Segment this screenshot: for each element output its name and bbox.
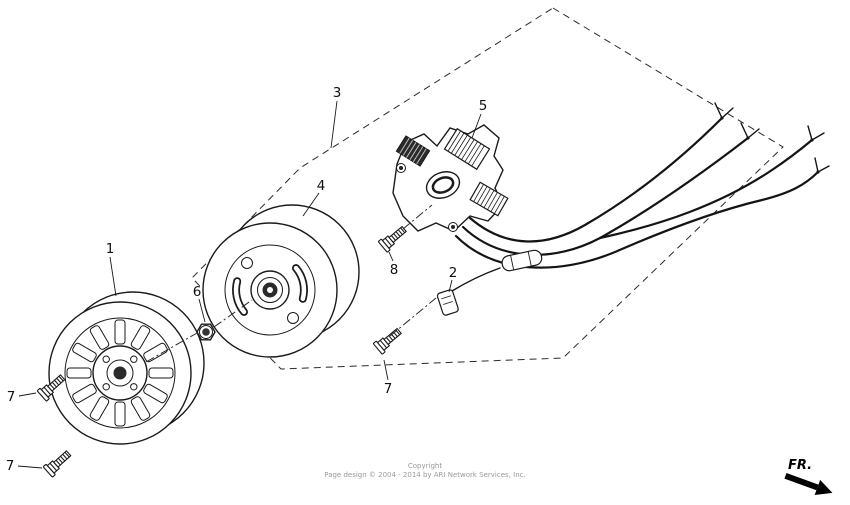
callout-label-7c[interactable]: 7 bbox=[384, 381, 393, 397]
wire-harness bbox=[454, 102, 830, 272]
callout-6-leader bbox=[198, 298, 206, 323]
callout-8-leader bbox=[388, 251, 394, 262]
callout-label-8[interactable]: 8 bbox=[390, 262, 399, 278]
callout-label-6[interactable]: 6 bbox=[193, 284, 202, 300]
fan-blades bbox=[66, 319, 174, 427]
flange-bolt-7c bbox=[372, 325, 405, 355]
callout-4-leader bbox=[302, 192, 320, 217]
fr-arrow-icon bbox=[784, 472, 833, 495]
callout-7c: 7 bbox=[383, 359, 393, 397]
charge-coil-lower bbox=[469, 181, 509, 217]
callout-6: 6 bbox=[193, 284, 206, 323]
rotor-flywheel bbox=[202, 204, 360, 358]
callout-5-leader bbox=[471, 113, 482, 139]
callout-7a: 7 bbox=[7, 389, 37, 405]
callout-1-leader bbox=[109, 256, 117, 297]
fr-label: FR. bbox=[788, 458, 812, 473]
callout-3-leader bbox=[330, 100, 338, 149]
callout-7a-leader bbox=[18, 392, 37, 397]
callout-label-7b[interactable]: 7 bbox=[6, 458, 15, 474]
callout-label-4[interactable]: 4 bbox=[317, 178, 326, 194]
callout-2-leader bbox=[448, 279, 453, 293]
callout-1: 1 bbox=[106, 241, 117, 297]
callout-8: 8 bbox=[388, 251, 399, 278]
callout-5: 5 bbox=[471, 98, 488, 139]
callout-7b-leader bbox=[17, 465, 43, 469]
assembly-boundary-dashed-box bbox=[191, 7, 784, 370]
fr-direction-indicator: FR. bbox=[784, 458, 833, 495]
callout-label-1[interactable]: 1 bbox=[106, 241, 115, 257]
callout-3: 3 bbox=[330, 85, 342, 149]
callouts: 1 2 3 4 5 6 7 7 bbox=[6, 85, 488, 474]
charge-coil-upper bbox=[443, 127, 491, 171]
stator-center-bore bbox=[425, 171, 461, 199]
copyright-line-1: Copyright bbox=[407, 462, 443, 470]
callout-7b: 7 bbox=[6, 458, 43, 474]
callout-2: 2 bbox=[448, 265, 458, 293]
ignition-coil-dark bbox=[395, 135, 431, 167]
wire-fork-terminals bbox=[714, 102, 830, 174]
flange-nut bbox=[196, 323, 216, 341]
stator-assembly bbox=[392, 124, 509, 232]
copyright-text: Copyright Page design © 2004 - 2014 by A… bbox=[0, 462, 850, 479]
copyright-line-2: Page design © 2004 - 2014 by ARI Network… bbox=[324, 470, 526, 479]
pulser-connector bbox=[436, 267, 501, 316]
callout-4: 4 bbox=[302, 178, 326, 217]
callout-label-7a[interactable]: 7 bbox=[7, 389, 16, 405]
callout-7c-leader bbox=[383, 359, 389, 381]
assembly-axes bbox=[145, 204, 437, 363]
callout-label-3[interactable]: 3 bbox=[333, 85, 342, 101]
flywheel-fan bbox=[48, 291, 205, 445]
callout-label-2[interactable]: 2 bbox=[449, 265, 458, 281]
callout-label-5[interactable]: 5 bbox=[479, 98, 488, 114]
inline-connector bbox=[501, 249, 543, 272]
